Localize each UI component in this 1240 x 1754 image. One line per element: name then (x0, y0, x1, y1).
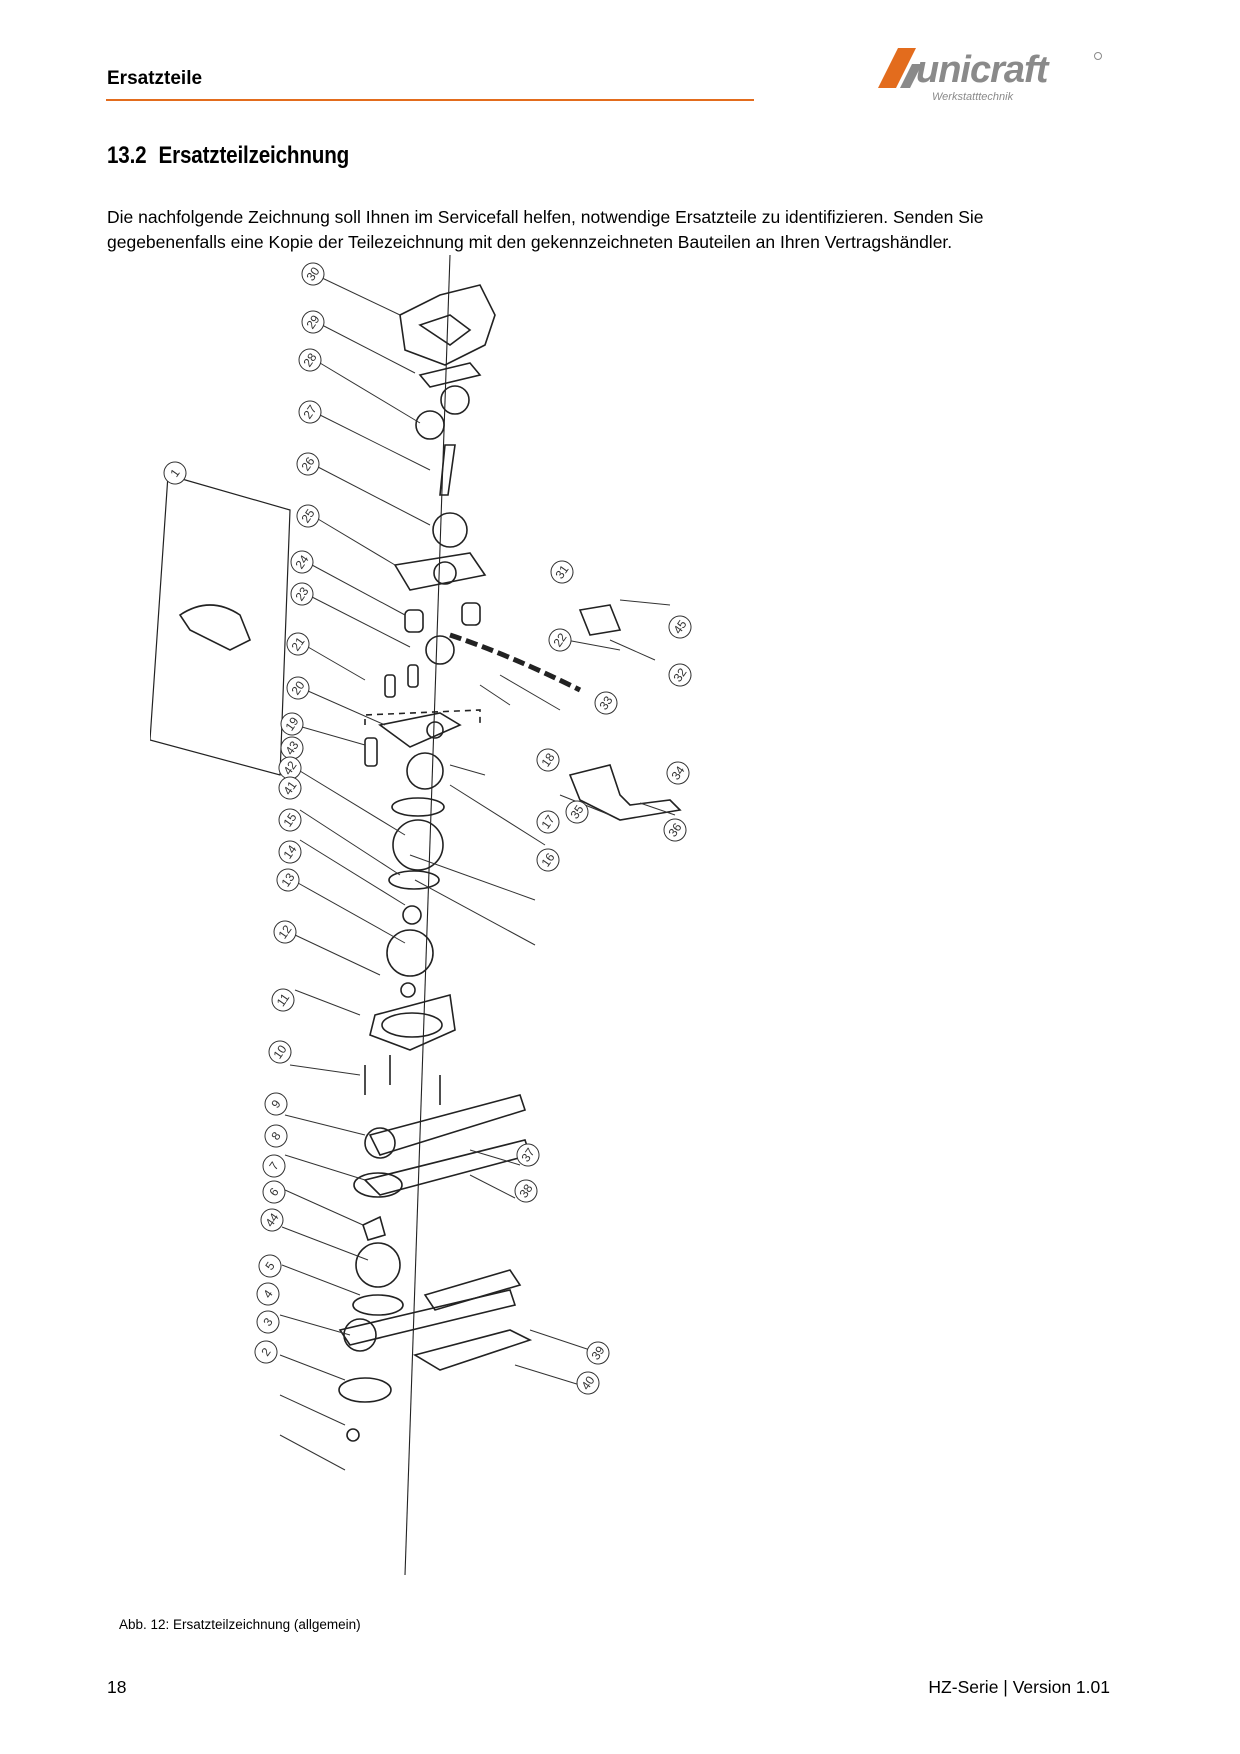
section-heading: 13.2 Ersatzteilzeichnung (107, 142, 349, 170)
intro-paragraph: Die nachfolgende Zeichnung soll Ihnen im… (107, 207, 984, 252)
exploded-parts-drawing: 30 29 28 27 26 25 24 23 21 20 19 43 42 4… (150, 255, 692, 1576)
section-number: 13.2 (107, 142, 147, 169)
section-title: Ersatzteilzeichnung (158, 142, 350, 169)
header-title: Ersatzteile (107, 68, 203, 89)
figure-caption: Abb. 12: Ersatzteilzeichnung (allgemein) (119, 1617, 361, 1632)
unicraft-logo: unicraft Werkstatttechnik (878, 48, 1102, 103)
logo-wordmark: unicraft (916, 49, 1050, 91)
footer-page-number: 18 (107, 1677, 127, 1697)
header-rule (106, 99, 754, 101)
logo-subtitle: Werkstatttechnik (932, 91, 1014, 103)
footer-document-version: HZ-Serie | Version 1.01 (928, 1677, 1110, 1697)
